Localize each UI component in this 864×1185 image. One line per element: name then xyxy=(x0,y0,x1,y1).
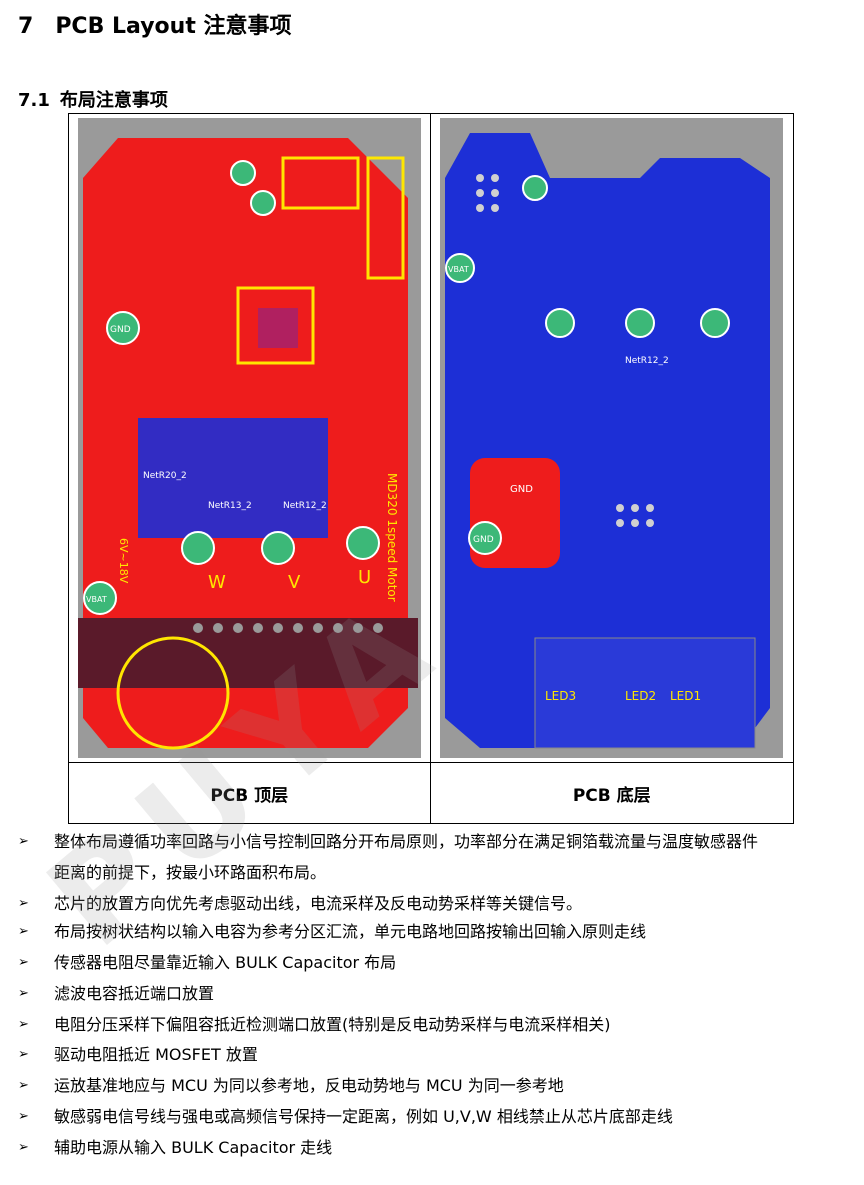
vbat-label: VBAT xyxy=(448,265,469,274)
gnd-label: GND xyxy=(473,535,494,545)
gnd-label: GND xyxy=(110,325,131,335)
gnd-label: GND xyxy=(510,484,533,495)
pcb-bottom-cell: VBAT GND GND NetR12_2 LED3 LED2 LED1 xyxy=(429,113,794,763)
pcb-top-cell: GND VBAT W V U NetR13_2 NetR12_2 NetR20_… xyxy=(68,113,431,763)
net-label: NetR20_2 xyxy=(143,471,187,481)
vbat-label: VBAT xyxy=(86,595,107,604)
pcb-bottom-caption: PCB 底层 xyxy=(429,762,794,824)
pcb-top-caption: PCB 顶层 xyxy=(68,762,431,824)
led3-label: LED3 xyxy=(545,689,576,703)
net-label: NetR12_2 xyxy=(283,501,327,511)
pcb-bottom-layer-image: VBAT GND GND NetR12_2 LED3 LED2 LED1 xyxy=(439,118,783,758)
pcb-top-layer-image: GND VBAT W V U NetR13_2 NetR12_2 NetR20_… xyxy=(78,118,421,758)
led2-label: LED2 xyxy=(625,689,656,703)
phase-v-label: V xyxy=(288,572,301,593)
phase-u-label: U xyxy=(358,567,371,588)
net-label: NetR13_2 xyxy=(208,501,252,511)
led1-label: LED1 xyxy=(670,689,701,703)
voltage-label: 6V~18V xyxy=(117,538,130,584)
board-name-label: MD320 1speed Motor xyxy=(385,473,399,602)
net-label: NetR12_2 xyxy=(625,356,669,366)
pcb-figure-table: GND VBAT W V U NetR13_2 NetR12_2 NetR20_… xyxy=(68,113,794,824)
phase-w-label: W xyxy=(208,572,226,593)
